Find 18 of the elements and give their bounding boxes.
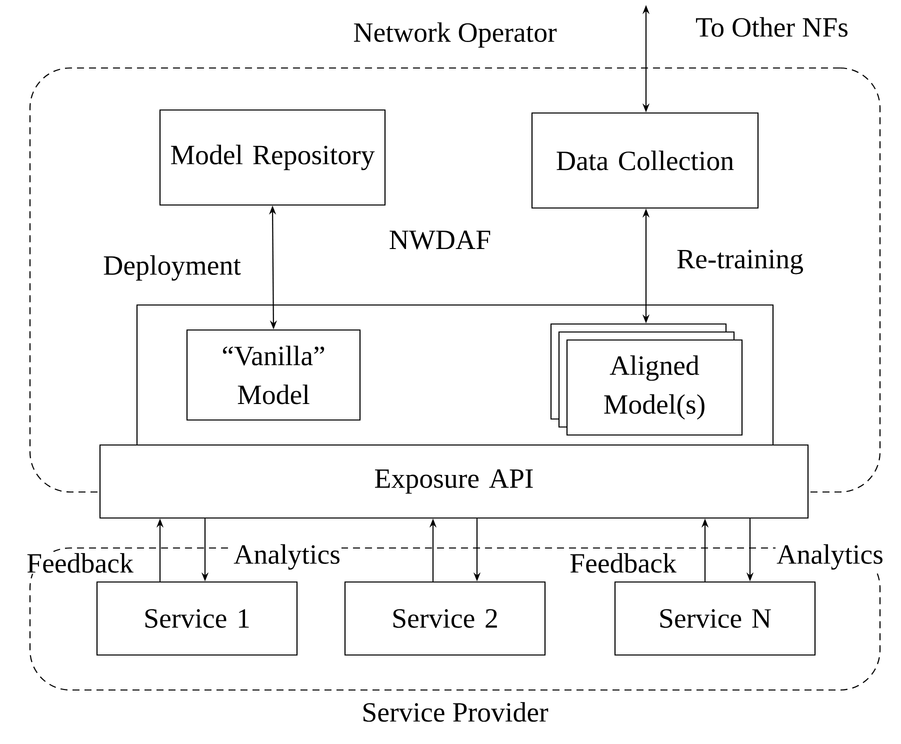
stacked-model-box: Aligned Model(s) [550,323,743,436]
process-box: Model Repository [159,109,386,206]
edge-label: Feedback [568,552,678,574]
edge-label: Re-training [675,248,805,276]
node-label: Service Provider [364,702,548,722]
process-box: Service 2 [344,581,546,656]
edge-label: To Other NFs [694,16,850,38]
process-box: “Vanilla” Model [186,329,361,421]
edge-label: Analytics [232,543,342,571]
process-box: Service N [614,581,816,656]
process-box: Service 1 [96,581,298,656]
edge-label: Deployment [102,254,242,282]
node-label: Network Operator [354,22,557,48]
node-label: NWDAF [390,230,490,250]
process-box: Exposure API [99,444,809,519]
edge-label: Feedback [26,552,134,574]
process-box: Data Collection [531,112,759,209]
edge-label: Analytics [776,543,884,571]
